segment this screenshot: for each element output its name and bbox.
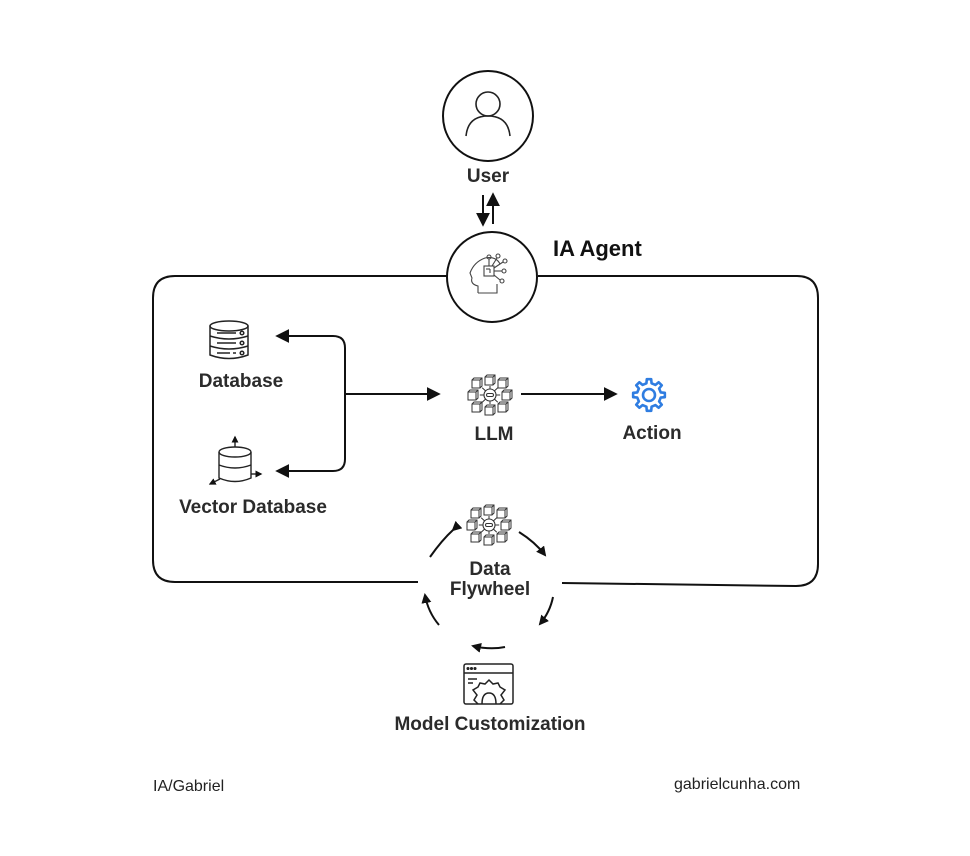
footer-author: IA/Gabriel xyxy=(153,778,225,795)
ai-head-icon xyxy=(469,253,508,294)
vector-database-label: Vector Database xyxy=(179,497,327,518)
network-cubes-icon xyxy=(467,374,513,416)
agent-container-left xyxy=(152,275,447,583)
database-vector-bracket xyxy=(275,329,346,478)
agent-container-right xyxy=(538,275,819,588)
data-flywheel-label-line1: Data xyxy=(469,559,511,580)
database-icon xyxy=(209,320,249,360)
database-label: Database xyxy=(198,371,284,392)
footer-website[interactable]: gabrielcunha.com xyxy=(674,776,801,793)
llm-label: LLM xyxy=(474,424,514,445)
model-customization-label: Model Customization xyxy=(394,714,586,735)
flywheel-network-icon xyxy=(466,504,512,546)
gear-icon xyxy=(631,377,667,413)
vector-database-icon xyxy=(208,435,263,485)
window-gear-icon xyxy=(463,663,514,705)
user-node[interactable] xyxy=(442,70,534,162)
agent-node[interactable] xyxy=(446,231,538,323)
data-flywheel-label: Data Flywheel xyxy=(440,560,540,600)
data-flywheel-label-line2: Flywheel xyxy=(449,579,531,600)
action-label: Action xyxy=(622,423,682,444)
flywheel-cycle-arrows xyxy=(421,520,554,653)
user-label: User xyxy=(466,166,510,187)
user-icon xyxy=(465,91,511,137)
agent-title: IA Agent xyxy=(553,236,642,261)
